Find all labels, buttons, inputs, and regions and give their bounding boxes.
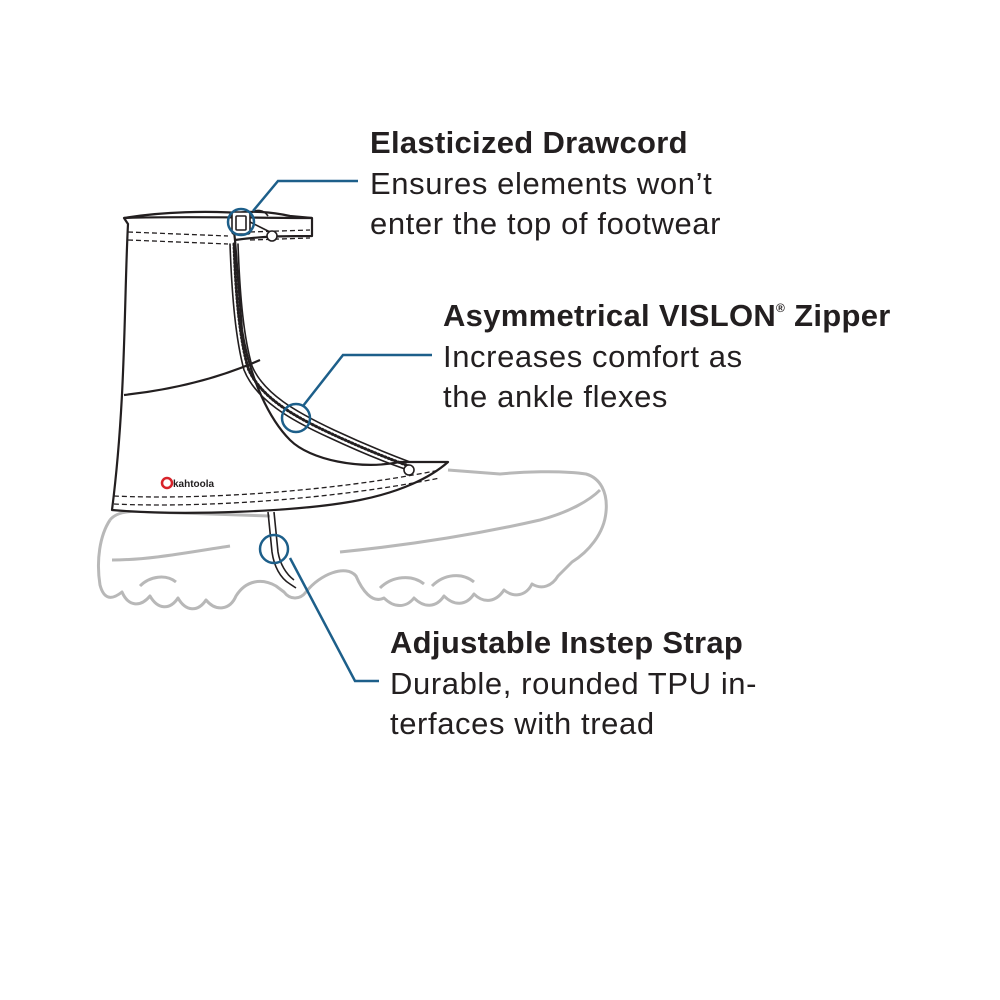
description-line: Increases comfort as: [443, 339, 743, 374]
callout-drawcord: Elasticized Drawcord Ensures elements wo…: [370, 127, 721, 244]
zipper-pull-icon: [403, 464, 415, 476]
description-line: enter the top of footwear: [370, 206, 722, 241]
boot-outline: [96, 468, 608, 611]
description-line: Ensures elements won’t: [370, 166, 713, 201]
instep-strap: [267, 511, 297, 589]
description-line: terfaces with tread: [390, 706, 655, 741]
kahtoola-logo: kahtoola: [160, 476, 215, 490]
callout-leaders: [226, 179, 432, 683]
callout-title: Elasticized Drawcord: [370, 125, 688, 160]
svg-text:kahtoola: kahtoola: [173, 479, 215, 490]
description-line: Durable, rounded TPU in-: [390, 666, 758, 701]
callout-title: Asymmetrical VISLON® Zipper: [443, 300, 891, 331]
callout-title: Adjustable Instep Strap: [390, 625, 744, 660]
stitching: [113, 229, 441, 506]
zipper-track: [229, 242, 411, 471]
leader-line-drawcord: [252, 179, 358, 212]
registered-mark: ®: [776, 301, 786, 315]
title-main: Asymmetrical VISLON: [443, 298, 777, 333]
callout-zipper: Asymmetrical VISLON® Zipper Increases co…: [443, 300, 891, 417]
leader-line-strap: [288, 557, 379, 683]
title-end: Zipper: [785, 298, 891, 333]
callout-circle-drawcord: [226, 207, 256, 237]
callout-description: Ensures elements won’t enter the top of …: [370, 164, 721, 244]
drawcord-toggle-icon: [231, 209, 278, 242]
callout-circle-strap: [258, 533, 290, 565]
gaiter-body: [110, 210, 450, 514]
callout-circle-zipper: [280, 402, 312, 434]
callout-description: Durable, rounded TPU in- terfaces with t…: [390, 664, 757, 744]
callout-description: Increases comfort as the ankle flexes: [443, 337, 891, 417]
description-line: the ankle flexes: [443, 379, 669, 414]
leader-line-zipper: [302, 353, 432, 407]
callout-strap: Adjustable Instep Strap Durable, rounded…: [390, 627, 757, 744]
